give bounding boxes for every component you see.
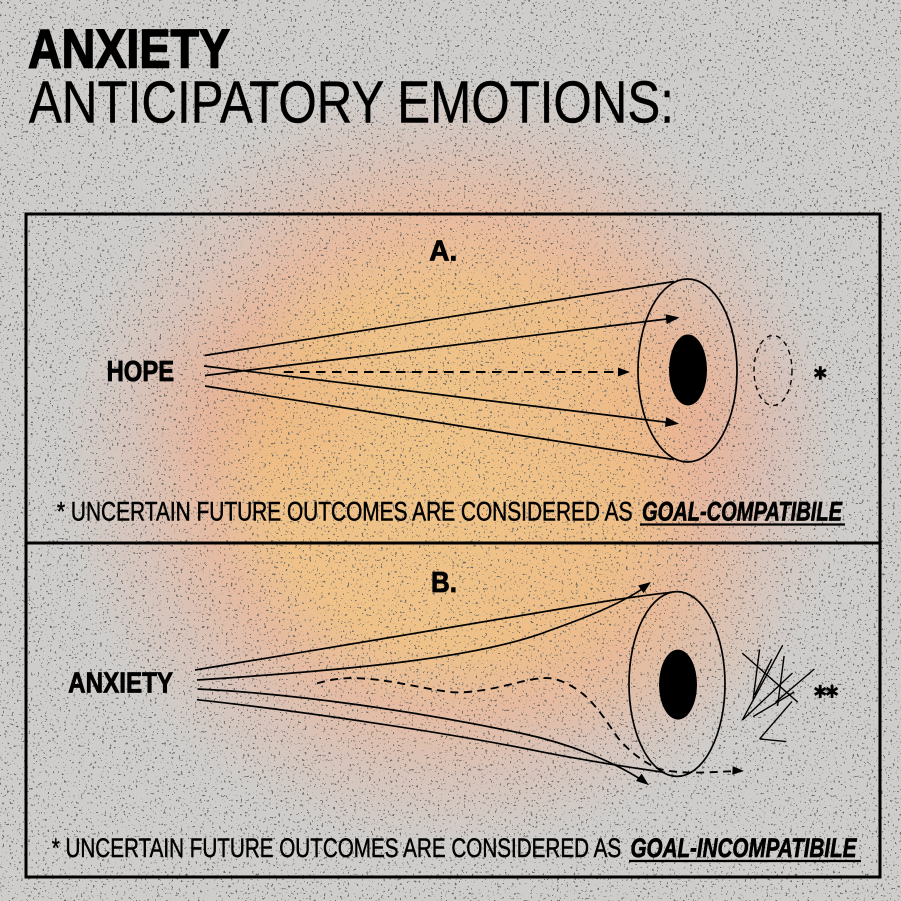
- svg-text:GOAL-COMPATIBILE: GOAL-COMPATIBILE: [642, 497, 843, 527]
- svg-text:GOAL-INCOMPATIBILE: GOAL-INCOMPATIBILE: [631, 833, 858, 863]
- svg-text:HOPE: HOPE: [107, 356, 175, 388]
- svg-text:A.: A.: [429, 235, 457, 267]
- svg-text:B.: B.: [431, 567, 457, 599]
- svg-text:* UNCERTAIN FUTURE OUTCOMES AR: * UNCERTAIN FUTURE OUTCOMES ARE CONSIDER…: [57, 497, 633, 527]
- svg-text:ANXIETY: ANXIETY: [68, 668, 173, 700]
- svg-text:ANTICIPATORY EMOTIONS:: ANTICIPATORY EMOTIONS:: [29, 70, 674, 136]
- svg-text:ANXIETY: ANXIETY: [28, 19, 230, 80]
- svg-text:* UNCERTAIN FUTURE OUTCOMES AR: * UNCERTAIN FUTURE OUTCOMES ARE CONSIDER…: [52, 833, 622, 863]
